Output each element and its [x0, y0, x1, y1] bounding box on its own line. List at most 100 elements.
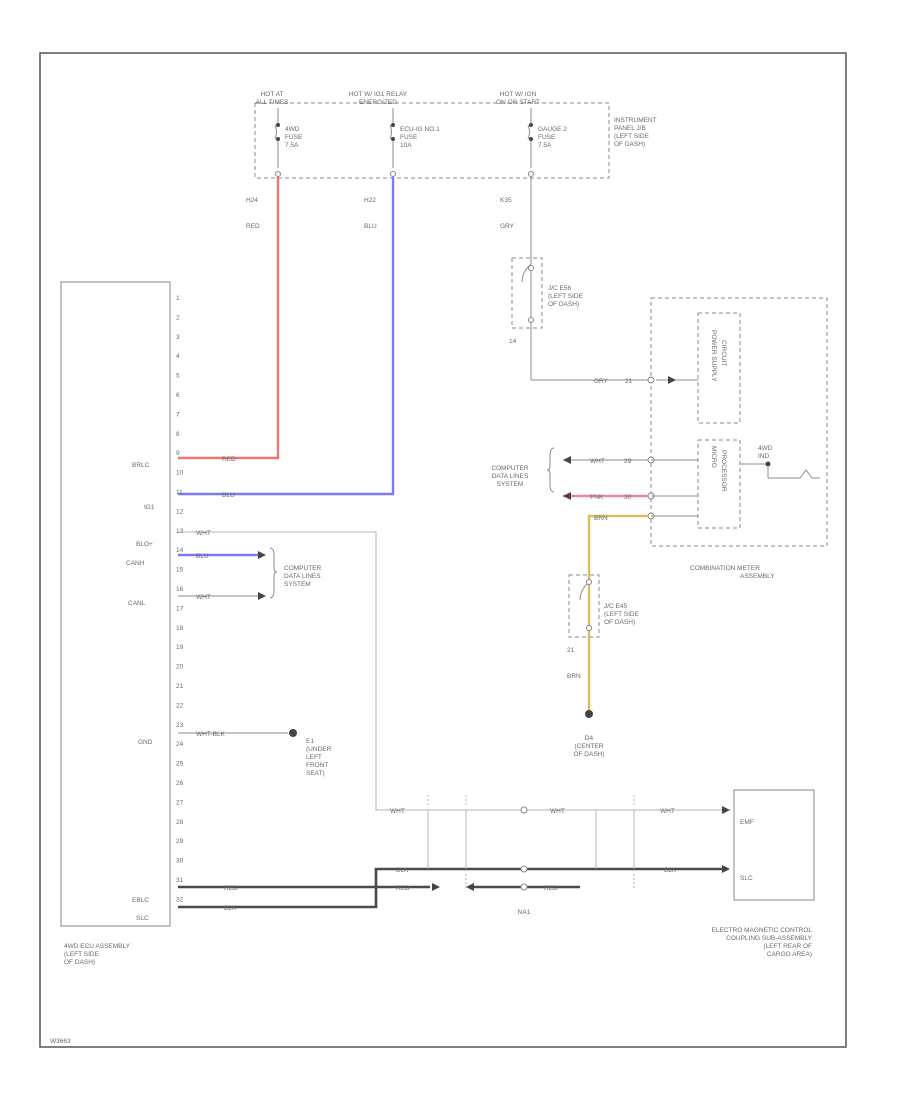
- svg-text:IND: IND: [758, 453, 770, 460]
- cdls1-l3: SYSTEM: [497, 481, 524, 488]
- svg-text:OF DASH): OF DASH): [548, 301, 579, 308]
- coupling-name-1: ELECTRO MAGNETIC CONTROL: [712, 927, 813, 934]
- ecu-label-blo: BLO+: [136, 541, 153, 548]
- ecu-pin-7: 7: [176, 411, 180, 418]
- cdls1-l1: COMPUTER: [491, 465, 529, 472]
- ecu-pin-29: 29: [176, 838, 184, 845]
- blu-feed-wire: [178, 177, 395, 496]
- svg-text:BLU: BLU: [196, 553, 209, 560]
- meter-brn-wire: [587, 514, 648, 712]
- svg-text:OF DASH): OF DASH): [614, 141, 645, 148]
- svg-text:WHT: WHT: [660, 808, 675, 815]
- svg-text:FUSE: FUSE: [538, 134, 556, 141]
- ground-e1: [289, 729, 297, 737]
- ecu-pin-25: 25: [176, 761, 184, 768]
- ecu-pin-24: 24: [176, 741, 184, 748]
- ecu-pin-15: 15: [176, 567, 184, 574]
- svg-text:10A: 10A: [400, 142, 412, 149]
- svg-text:4WD: 4WD: [758, 445, 773, 452]
- ecu-pin-1: 1: [176, 295, 180, 302]
- ecu-pin-2: 2: [176, 314, 180, 321]
- svg-text:INSTRUMENT: INSTRUMENT: [614, 117, 657, 124]
- ipjb-label: INSTRUMENT PANEL J/B (LEFT SIDE OF DASH): [614, 117, 657, 148]
- red-wire-code: H24: [246, 197, 258, 204]
- meter-connectors: [647, 376, 655, 520]
- cdls2-l1: COMPUTER: [284, 565, 322, 572]
- svg-text:E1: E1: [306, 738, 314, 745]
- ecu-pin-19: 19: [176, 644, 184, 651]
- svg-text:WHT: WHT: [590, 458, 605, 465]
- ecu-pin-5: 5: [176, 373, 180, 380]
- ecu-pin-9: 9: [176, 450, 180, 457]
- meter-w1-pin: 21: [625, 378, 633, 385]
- svg-text:BRN: BRN: [567, 673, 581, 680]
- source-3-sublabel: ON OR START: [496, 99, 540, 106]
- svg-text:RED: RED: [544, 885, 558, 892]
- mp-label-1: MICRO: [710, 446, 717, 468]
- meter-w1-color: GRY: [594, 378, 609, 385]
- blu-wire-code: H22: [364, 197, 376, 204]
- svg-text:OF DASH): OF DASH): [604, 619, 635, 626]
- svg-text:(LEFT SIDE: (LEFT SIDE: [604, 611, 640, 618]
- svg-text:SEAT): SEAT): [306, 770, 325, 777]
- svg-text:(CENTER: (CENTER: [575, 743, 604, 750]
- ecu-pin-14: 14: [176, 547, 184, 554]
- coupling-box: [733, 789, 815, 901]
- ecu-pin-22: 22: [176, 702, 184, 709]
- fuse-4wd: 4WD FUSE 7.5A: [274, 108, 303, 177]
- red-feed-wire: [178, 177, 280, 460]
- svg-text:BLU: BLU: [222, 492, 235, 499]
- ecu-pin-18: 18: [176, 625, 184, 632]
- ecu-pin-31: 31: [176, 877, 184, 884]
- ecu-pin-20: 20: [176, 664, 184, 671]
- ecu-pin-27: 27: [176, 799, 184, 806]
- coupling-t2: SLC: [740, 875, 753, 882]
- coupling-t1: EMF: [740, 819, 754, 826]
- svg-text:J/C E45: J/C E45: [604, 603, 628, 610]
- source-2-label: HOT W/ IG1 RELAY: [349, 91, 408, 98]
- fuse-ecu-ig-terminal: [390, 171, 396, 177]
- svg-text:D4: D4: [585, 735, 594, 742]
- ecu-name-3: OF DASH): [64, 959, 95, 966]
- svg-text:(UNDER: (UNDER: [306, 746, 332, 753]
- svg-text:(LEFT SIDE: (LEFT SIDE: [548, 293, 584, 300]
- ecu-pin-26: 26: [176, 780, 184, 787]
- blu-wire-color: BLU: [364, 223, 377, 230]
- micro-processor-box: [697, 439, 741, 529]
- ecu-pin-16: 16: [176, 586, 184, 593]
- diagram-frame: [39, 52, 847, 1048]
- ecu-pin-23: 23: [176, 722, 184, 729]
- svg-text:RED: RED: [222, 456, 236, 463]
- svg-text:14: 14: [509, 338, 517, 345]
- svg-text:WHT-BLK: WHT-BLK: [196, 731, 226, 738]
- svg-text:BLK: BLK: [224, 905, 237, 912]
- svg-text:WHT: WHT: [390, 808, 405, 815]
- ecu-pin-13: 13: [176, 528, 184, 535]
- psc-label-2: CIRCUIT: [720, 340, 727, 366]
- ecu-pin-3: 3: [176, 334, 180, 341]
- power-sources: HOT AT ALL TIMES HOT W/ IG1 RELAY ENERGI…: [256, 91, 540, 106]
- coupling-name-3: (LEFT REAR OF: [763, 943, 812, 950]
- meter-name-1: COMBINATION METER: [690, 565, 760, 572]
- svg-text:NA1: NA1: [518, 909, 531, 916]
- svg-text:BLK: BLK: [664, 867, 677, 874]
- svg-text:4WD: 4WD: [285, 126, 300, 133]
- cdls2-l2: DATA LINES: [284, 573, 321, 580]
- psc-label-1: POWER SUPPLY: [710, 330, 717, 382]
- instrument-panel-jb-box: [254, 102, 610, 179]
- ecu-pin-list: 1234567891011121314151617181920212223242…: [176, 295, 184, 903]
- ecu-pin-10: 10: [176, 470, 184, 477]
- ecu-pin-17: 17: [176, 605, 184, 612]
- 4wd-indicator: 4WD IND: [740, 445, 820, 479]
- svg-text:WHT: WHT: [550, 808, 565, 815]
- svg-text:WHT: WHT: [196, 594, 211, 601]
- ecu-name-2: (LEFT SIDE: [64, 951, 100, 958]
- coupling-name-2: COUPLING SUB-ASSEMBLY: [726, 935, 813, 942]
- ecu-pin-6: 6: [176, 392, 180, 399]
- gry-wire-code: K35: [500, 197, 512, 204]
- svg-text:FRONT: FRONT: [306, 762, 328, 769]
- svg-text:RED: RED: [224, 885, 238, 892]
- jc-e45: J/C E45 (LEFT SIDE OF DASH) 21 BRN: [567, 574, 640, 680]
- ecu-label-slc: SLC: [136, 915, 149, 922]
- ecu-pin-12: 12: [176, 508, 184, 515]
